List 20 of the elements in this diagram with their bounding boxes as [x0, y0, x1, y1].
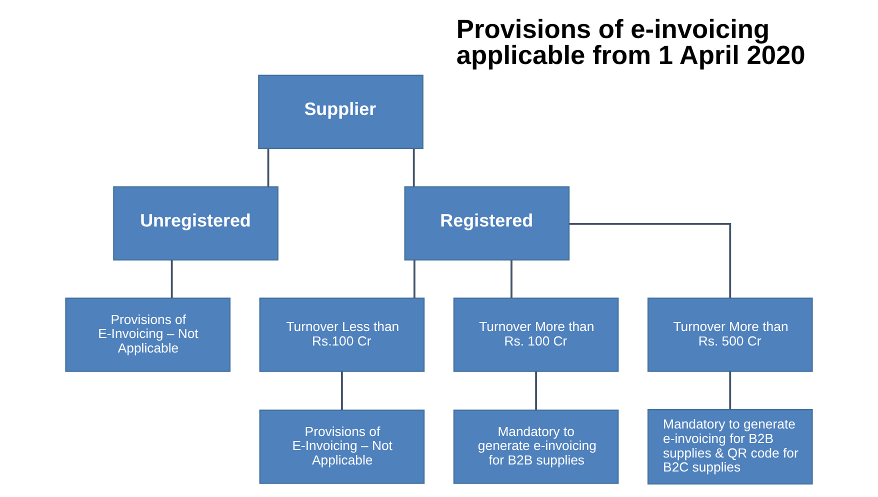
- connector: [170, 260, 173, 298]
- connector: [341, 371, 343, 410]
- connector: [729, 371, 732, 410]
- connector: [412, 148, 415, 187]
- node-box: Provisions of E-Invoicing – Not Applicable: [65, 298, 231, 372]
- diagram-title: Provisions of e-invoicing applicable from 1 April 2020: [456, 14, 806, 70]
- node-box: Turnover More than Rs. 100 Cr: [453, 298, 619, 372]
- connector: [413, 260, 416, 298]
- connector: [510, 260, 512, 298]
- node-box: Turnover More than Rs. 500 Cr: [647, 298, 813, 372]
- node-box: Unregistered: [113, 186, 278, 260]
- connector: [267, 148, 270, 187]
- node-box: Registered: [404, 186, 570, 260]
- connector: [535, 371, 537, 410]
- node-box: Supplier: [258, 74, 424, 150]
- connector: [569, 222, 732, 298]
- node-box: Provisions of E-Invoicing – Not Applicable: [259, 410, 425, 484]
- node-box: Turnover Less than Rs.100 Cr: [259, 298, 425, 372]
- node-box: Mandatory to generate e-invoicing for B2B supplies: [453, 410, 619, 484]
- node-box: Mandatory to generate e-invoicing for B2B supplies & QR code for B2C supplies: [647, 409, 813, 485]
